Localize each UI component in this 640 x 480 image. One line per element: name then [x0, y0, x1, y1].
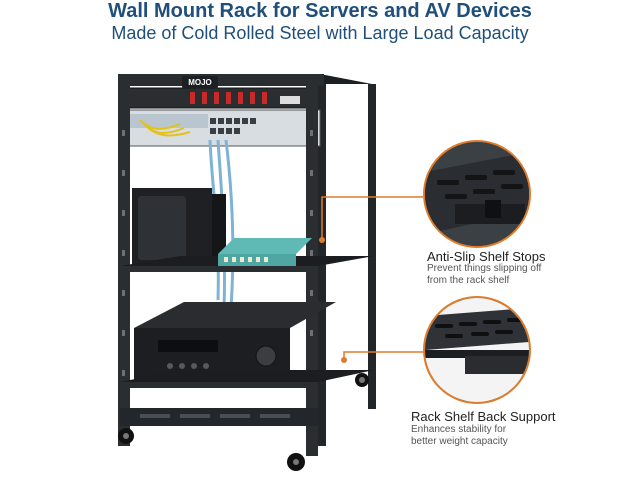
- shelf-stop-detail-image: [423, 140, 531, 248]
- feature-title-anti-slip: Anti-Slip Shelf Stops: [427, 249, 546, 264]
- svg-text:MOJO: MOJO: [188, 78, 212, 87]
- page-subtitle: Made of Cold Rolled Steel with Large Loa…: [111, 23, 529, 43]
- rack-product-image: MOJO: [118, 74, 376, 471]
- feature-desc-anti-slip: Prevent things slipping off from the rac…: [427, 263, 542, 286]
- feature-desc-back-support: Enhances stability for better weight cap…: [411, 424, 508, 447]
- mojo-logo: MOJO: [182, 76, 218, 88]
- feature-title-back-support: Rack Shelf Back Support: [411, 409, 556, 424]
- back-support-detail-image: [423, 296, 531, 404]
- page-title: Wall Mount Rack for Servers and AV Devic…: [108, 0, 532, 22]
